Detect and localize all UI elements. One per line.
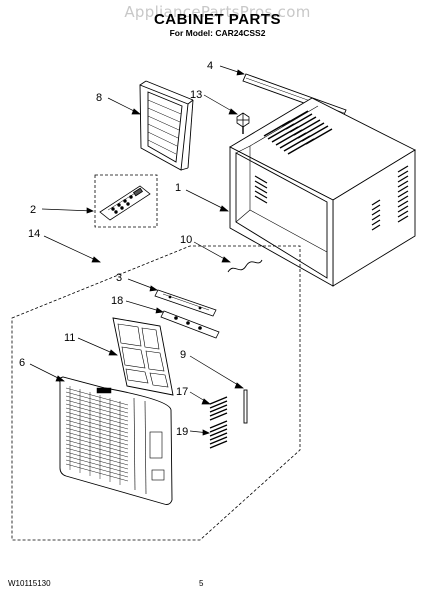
callout-2: 2 [30,204,36,216]
model-subtitle: For Model: CAR24CSS2 [169,28,266,38]
top-louvres [263,110,333,155]
callout-numbers: 4 8 13 1 2 10 14 3 18 11 9 6 17 19 [19,60,213,438]
part-filter-bracket [160,310,220,339]
part-power-cord [227,259,263,273]
grille-slots [65,386,129,485]
part-louvres-lower [209,420,228,449]
diagram-title: CABINET PARTS [153,11,282,28]
side-louvres-right [371,165,409,231]
part-rod [243,389,248,424]
callout-4: 4 [207,60,213,72]
part-screw [236,112,250,134]
part-remote-control [94,174,158,228]
callout-17: 17 [176,386,188,398]
watermark: AppliancePartsPros.com [124,3,311,21]
callout-3: 3 [116,272,122,284]
document-number: W10115130 [8,579,51,588]
part-front-grille [58,376,173,505]
callout-11: 11 [64,332,75,344]
page-number: 5 [199,579,204,588]
side-louvres-left [254,175,268,204]
callout-10: 10 [180,234,192,246]
part-side-curtain [139,80,194,171]
callout-14: 14 [28,228,40,240]
callout-1: 1 [175,182,181,194]
callout-8: 8 [96,92,102,104]
front-assembly-boundary [11,245,301,541]
part-top-bracket [154,289,217,317]
leader-lines [29,65,245,436]
callout-19: 19 [176,426,188,438]
part-air-filter [112,317,174,396]
callout-13: 13 [190,89,202,101]
callout-9: 9 [180,349,186,361]
callout-18: 18 [111,295,123,307]
part-louvres-upper [209,396,228,421]
callout-6: 6 [19,357,25,369]
